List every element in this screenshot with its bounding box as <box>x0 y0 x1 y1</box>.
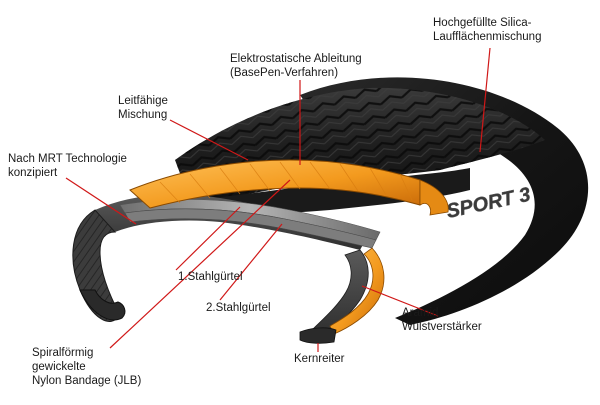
label-nylon-bandage: Spiralförmig gewickelte Nylon Bandage (J… <box>32 346 141 388</box>
label-conductive-line1: Leitfähige <box>118 95 168 107</box>
label-aramid-line1: Aramid <box>402 307 439 319</box>
label-nylon-line1: Spiralförmig <box>32 347 94 359</box>
leader-lines <box>65 47 491 352</box>
label-electrostatic-discharge: Elektrostatische Ableitung (BasePen-Verf… <box>230 52 362 80</box>
label-mrt-line1: Nach MRT Technologie <box>8 153 127 165</box>
label-belt2-line1: 2.Stahlgürtel <box>206 302 271 314</box>
label-silica-line1: Hochgefüllte Silica- <box>433 17 532 29</box>
label-nylon-line2: gewickelte <box>32 361 86 373</box>
label-aramid-line2: Wulstverstärker <box>402 321 482 333</box>
label-aramid-reinforcement: Aramid Wulstverstärker <box>402 306 482 334</box>
label-silica-tread: Hochgefüllte Silica- Laufflächenmischung <box>433 16 541 44</box>
label-belt1-line1: 1.Stahlgürtel <box>178 271 243 283</box>
label-electrostatic-line2: (BasePen-Verfahren) <box>230 67 339 79</box>
label-steel-belt-2: 2.Stahlgürtel <box>206 301 271 315</box>
label-mrt-technology: Nach MRT Technologie konzipiert <box>8 152 127 180</box>
label-mrt-line2: konzipiert <box>8 167 58 179</box>
label-nylon-line3: Nylon Bandage (JLB) <box>32 375 142 387</box>
label-conductive-compound: Leitfähige Mischung <box>118 94 168 122</box>
label-bead-filler-line1: Kernreiter <box>294 353 345 365</box>
label-electrostatic-line1: Elektrostatische Ableitung <box>230 53 362 65</box>
label-conductive-line2: Mischung <box>118 109 168 121</box>
bead-left <box>79 289 126 321</box>
label-bead-filler: Kernreiter <box>294 352 345 366</box>
label-steel-belt-1: 1.Stahlgürtel <box>178 270 243 284</box>
label-silica-line2: Laufflächenmischung <box>433 31 542 43</box>
